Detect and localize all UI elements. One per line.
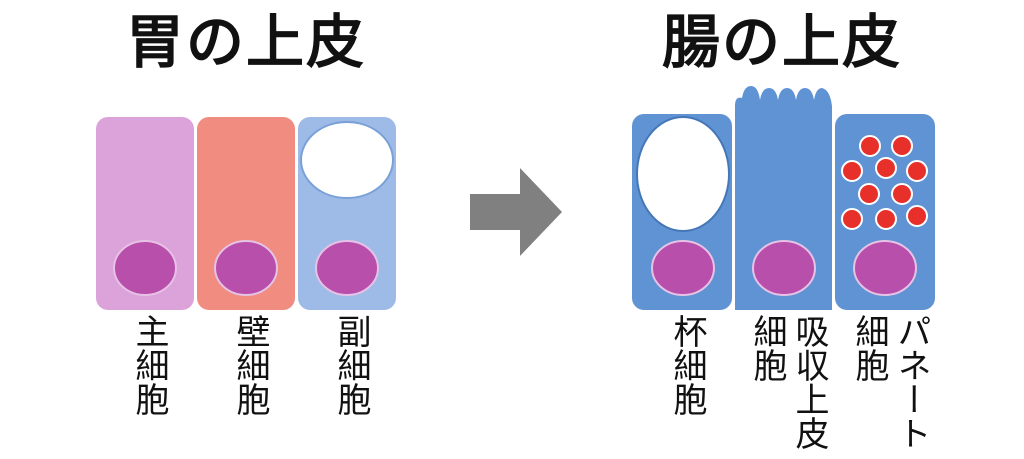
granule xyxy=(858,183,880,205)
absorptive-cell-label-line2: 細胞 xyxy=(747,314,787,382)
chief-cell-label: 主細胞 xyxy=(129,314,169,416)
stomach-epithelium-title: 胃の上皮 xyxy=(125,8,366,76)
granule xyxy=(859,135,881,157)
mucous-neck-cell-label: 副細胞 xyxy=(331,314,371,416)
mucous-neck-cell-mucus xyxy=(300,121,394,199)
goblet-cell-nucleus xyxy=(651,240,715,296)
goblet-cell-mucus xyxy=(636,116,730,232)
granule xyxy=(841,208,863,230)
granule xyxy=(841,160,863,182)
paneth-cell-label-line1: パネート xyxy=(891,314,931,450)
intestine-cells xyxy=(632,86,935,310)
granule xyxy=(875,208,897,230)
paneth-cell-granules xyxy=(841,135,928,230)
stomach-cells xyxy=(96,117,396,310)
granule xyxy=(906,205,928,227)
granule xyxy=(875,157,897,179)
granule xyxy=(891,183,913,205)
parietal-cell-nucleus xyxy=(214,240,278,296)
granule xyxy=(891,135,913,157)
chief-cell-nucleus xyxy=(113,240,177,296)
paneth-cell-label-line2: 細胞 xyxy=(849,314,889,382)
mucous-neck-cell-nucleus xyxy=(315,240,379,296)
goblet-cell-label: 杯細胞 xyxy=(667,314,707,416)
transition-arrow-icon xyxy=(470,168,562,256)
parietal-cell-label: 壁細胞 xyxy=(230,314,270,416)
absorptive-cell-nucleus xyxy=(752,240,816,296)
paneth-cell-nucleus xyxy=(853,240,917,296)
granule xyxy=(906,160,928,182)
intestine-epithelium-title: 腸の上皮 xyxy=(661,8,902,76)
absorptive-cell-label-line1: 吸収上皮 xyxy=(789,314,829,450)
